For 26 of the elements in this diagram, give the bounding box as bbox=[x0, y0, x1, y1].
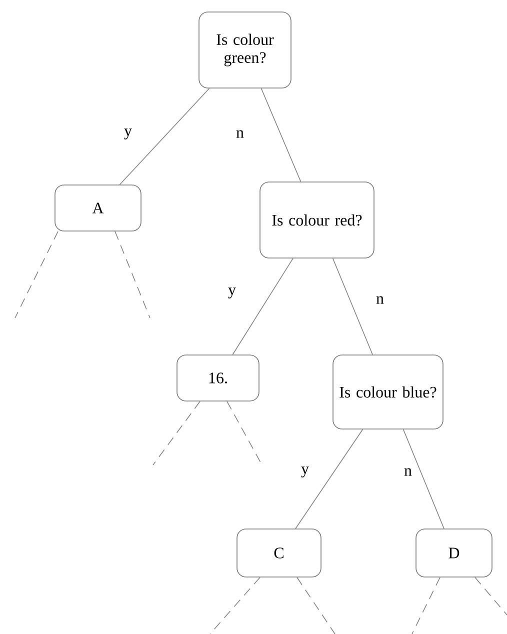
dashed-line bbox=[210, 577, 260, 634]
edge-label: y bbox=[227, 286, 237, 300]
dashed-line bbox=[14, 231, 58, 318]
edge-label: n bbox=[375, 295, 385, 305]
dashed-line bbox=[474, 577, 507, 616]
decision-box: Is colour blue? bbox=[332, 354, 444, 430]
edge-label: y bbox=[300, 466, 310, 478]
connector-line bbox=[402, 429, 444, 529]
connector-line bbox=[295, 429, 364, 529]
decision-box: D bbox=[416, 528, 492, 578]
connector-line bbox=[260, 88, 302, 182]
connector-line bbox=[232, 258, 294, 355]
edge-label: n bbox=[235, 129, 245, 139]
connector-line bbox=[119, 88, 210, 185]
decision-box: 16. bbox=[176, 354, 260, 402]
decision-box: Is colour red? bbox=[260, 182, 374, 258]
dashed-line bbox=[296, 577, 336, 634]
dashed-line bbox=[152, 401, 200, 466]
decision-box: Is colour green? bbox=[198, 12, 292, 88]
dashed-line bbox=[412, 577, 440, 634]
edge-label: n bbox=[403, 467, 413, 477]
edge-label: y bbox=[123, 128, 133, 140]
decision-box: A bbox=[54, 184, 142, 232]
decision-box: C bbox=[236, 528, 322, 578]
dashed-line bbox=[114, 231, 150, 318]
connector-line bbox=[332, 258, 373, 355]
